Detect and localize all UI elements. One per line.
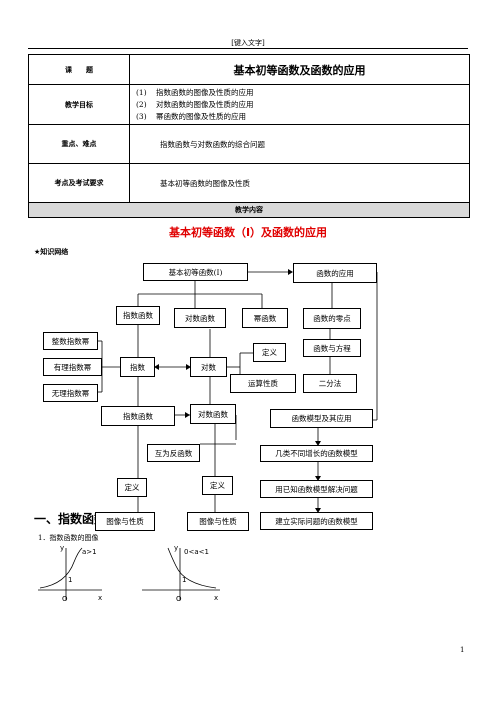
intercept-label: 1: [182, 576, 186, 584]
goal-text: 对数函数的图像及性质的应用: [156, 99, 254, 109]
goal-text: 指数函数的图像及性质的应用: [156, 87, 254, 97]
node-bisection: 二分法: [303, 374, 357, 393]
node-operation-properties: 运算性质: [230, 374, 296, 393]
graph-label: a>1: [82, 548, 97, 556]
intercept-label: 1: [68, 576, 72, 584]
goal-number: (3): [136, 111, 147, 121]
node-definition-log: 定义: [253, 343, 286, 362]
curve-a-lt-1: [167, 547, 217, 589]
knowledge-network-label: ★知识网络: [34, 248, 69, 256]
node-rational-exponent: 有理指数幂: [43, 358, 102, 376]
goal-item: (3) 幂函数的图像及性质的应用: [136, 111, 463, 123]
x-label: x: [98, 594, 102, 602]
node-exponential-function: 指数函数: [116, 306, 160, 325]
page-header: [键入文字]: [231, 39, 265, 47]
node-log-function-2: 对数函数: [190, 404, 236, 424]
goal-label: 教学目标: [28, 84, 130, 125]
node-known-model: 用已知函数模型解决问题: [260, 480, 373, 498]
node-log-function: 对数函数: [174, 308, 226, 328]
y-label: y: [174, 544, 178, 552]
node-function-application: 函数的应用: [293, 263, 377, 283]
page-number: 1: [460, 646, 465, 654]
graph-label: 0<a<1: [184, 548, 209, 556]
node-exponential-function-2: 指数函数: [101, 406, 175, 426]
node-basic-functions: 基本初等函数(Ⅰ): [143, 263, 248, 281]
section-heading: 一、指数函数: [34, 512, 107, 526]
node-definition-exp: 定义: [117, 478, 147, 497]
node-function-model: 函数模型及其应用: [270, 409, 373, 428]
exponential-graphs: a>1 1 O x y 0<a<1 1 O x y: [38, 544, 220, 603]
goal-list: (1) 指数函数的图像及性质的应用 (2) 对数函数的图像及性质的应用 (3) 幂函数…: [129, 84, 470, 125]
curve-a-gt-1: [39, 547, 83, 589]
goal-text: 幂函数的图像及性质的应用: [156, 111, 246, 121]
origin-label: O: [62, 595, 68, 603]
course-label: 课 题: [28, 54, 130, 85]
exam-text: 基本初等函数的图像及性质: [129, 163, 470, 203]
node-logarithm: 对数: [190, 357, 227, 377]
y-label: y: [60, 544, 64, 552]
header-divider: [28, 48, 468, 49]
node-graph-properties-exp: 图像与性质: [95, 512, 155, 531]
node-function-zero: 函数的零点: [303, 308, 361, 329]
subsection-heading: 1．指数函数的图像: [38, 534, 99, 542]
node-integer-exponent: 整数指数幂: [43, 332, 98, 350]
node-build-model: 建立实际问题的函数模型: [260, 512, 373, 530]
node-growth-models: 几类不同增长的函数模型: [260, 445, 373, 462]
goal-item: (2) 对数函数的图像及性质的应用: [136, 99, 463, 111]
key-text: 指数函数与对数函数的综合问题: [129, 124, 470, 164]
lesson-info-table: 课 题 基本初等函数及函数的应用 教学目标 (1)指数函数的图像及性质的应用 (…: [28, 54, 470, 218]
node-definition-log-2: 定义: [202, 476, 233, 495]
x-label: x: [214, 594, 218, 602]
goal-number: (1): [136, 87, 147, 97]
origin-label: O: [176, 595, 182, 603]
node-function-equation: 函数与方程: [303, 339, 361, 357]
goal-number: (2): [136, 99, 147, 109]
node-irrational-exponent: 无理指数幂: [43, 384, 98, 402]
goal-item: (1) 指数函数的图像及性质的应用: [136, 87, 463, 99]
main-title: 基本初等函数（Ⅰ）及函数的应用: [168, 226, 328, 239]
content-header: 教学内容: [28, 202, 470, 218]
node-inverse-function: 互为反函数: [147, 444, 200, 462]
node-power-function: 幂函数: [242, 308, 288, 328]
node-graph-properties-log: 图像与性质: [187, 512, 249, 531]
node-exponent: 指数: [120, 357, 155, 377]
